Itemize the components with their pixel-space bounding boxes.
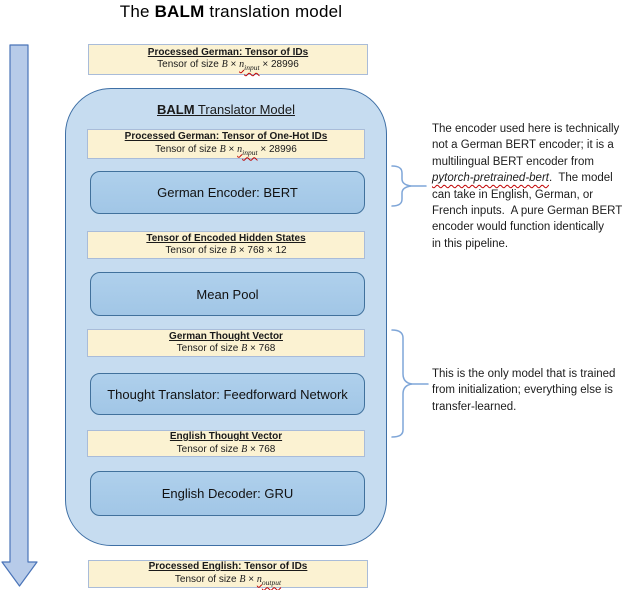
box-thought-translator: Thought Translator: Feedforward Network bbox=[90, 373, 365, 415]
box-processed-german-ids: Processed German: Tensor of IDs Tensor o… bbox=[88, 44, 368, 75]
note-line: in this pipeline. bbox=[432, 237, 509, 250]
box-size: Tensor of size B × noutput bbox=[174, 573, 282, 587]
box-german-thought-vector: German Thought Vector Tensor of size B ×… bbox=[87, 329, 365, 357]
note-line: French inputs. A pure German BERT bbox=[432, 205, 623, 218]
box-title: Tensor of Encoded Hidden States bbox=[146, 232, 306, 244]
box-processed-german-onehot: Processed German: Tensor of One-Hot IDs … bbox=[87, 129, 365, 159]
box-size: Tensor of size B × ninput × 28996 bbox=[157, 59, 299, 73]
box-title: Processed English: Tensor of IDs bbox=[148, 561, 308, 573]
box-english-decoder: English Decoder: GRU bbox=[90, 471, 365, 516]
box-label: Mean Pool bbox=[196, 286, 259, 302]
note-line: This is the only model that is trained bbox=[432, 368, 616, 380]
box-processed-english-ids: Processed English: Tensor of IDs Tensor … bbox=[88, 560, 368, 588]
box-size: Tensor of size B × 768 bbox=[176, 343, 276, 354]
box-size: Tensor of size B × 768 × 12 bbox=[165, 245, 287, 256]
note-line: pytorch-pretrained-bert. The model bbox=[432, 170, 638, 186]
note-line: transfer-learned. bbox=[432, 400, 517, 413]
box-size: Tensor of size B × 768 bbox=[176, 443, 276, 455]
note-line: not a German BERT encoder; it is a bbox=[432, 139, 614, 152]
container-header: BALM Translator Model bbox=[66, 102, 386, 117]
figure-title: The BALM translation model bbox=[65, 2, 397, 22]
box-title: English Thought Vector bbox=[169, 431, 283, 442]
box-english-thought-vector: English Thought Vector Tensor of size B … bbox=[87, 430, 365, 457]
note-line-rest: . The model bbox=[548, 172, 613, 185]
box-size: Tensor of size B × ninput × 28996 bbox=[155, 143, 297, 157]
box-title: German Thought Vector bbox=[169, 330, 283, 342]
box-mean-pool: Mean Pool bbox=[90, 272, 365, 316]
note-line: from initialization; everything else is bbox=[432, 384, 613, 397]
balm-translator-container: BALM Translator Model Processed German: … bbox=[65, 88, 387, 546]
box-encoded-hidden-states: Tensor of Encoded Hidden States Tensor o… bbox=[87, 231, 365, 259]
box-german-encoder: German Encoder: BERT bbox=[90, 171, 365, 214]
box-title: Processed German: Tensor of One-Hot IDs bbox=[124, 131, 328, 143]
note-line: The encoder used here is technically bbox=[432, 123, 620, 135]
container-header-bold: BALM bbox=[157, 102, 195, 117]
note-training: This is the only model that is trained f… bbox=[432, 366, 638, 415]
box-label: English Decoder: GRU bbox=[161, 486, 294, 501]
box-title: Processed German: Tensor of IDs bbox=[147, 46, 309, 58]
title-bold: BALM bbox=[154, 2, 205, 21]
encoder-brace-icon bbox=[391, 165, 412, 207]
title-pre: The bbox=[119, 2, 155, 21]
training-brace-icon bbox=[391, 329, 413, 438]
down-arrow-icon bbox=[1, 44, 38, 587]
box-label: German Encoder: BERT bbox=[157, 185, 298, 200]
note-encoder: The encoder used here is technically not… bbox=[432, 121, 638, 252]
note-line: encoder would function identically bbox=[432, 221, 604, 234]
library-name-italic: pytorch-pretrained-bert bbox=[432, 172, 549, 185]
note-line: multilingual BERT encoder from bbox=[432, 155, 594, 168]
title-post: translation model bbox=[204, 2, 343, 21]
note-line: can take in English, German, or bbox=[432, 188, 594, 201]
container-header-rest: Translator Model bbox=[194, 102, 295, 117]
box-label: Thought Translator: Feedforward Network bbox=[107, 386, 348, 402]
